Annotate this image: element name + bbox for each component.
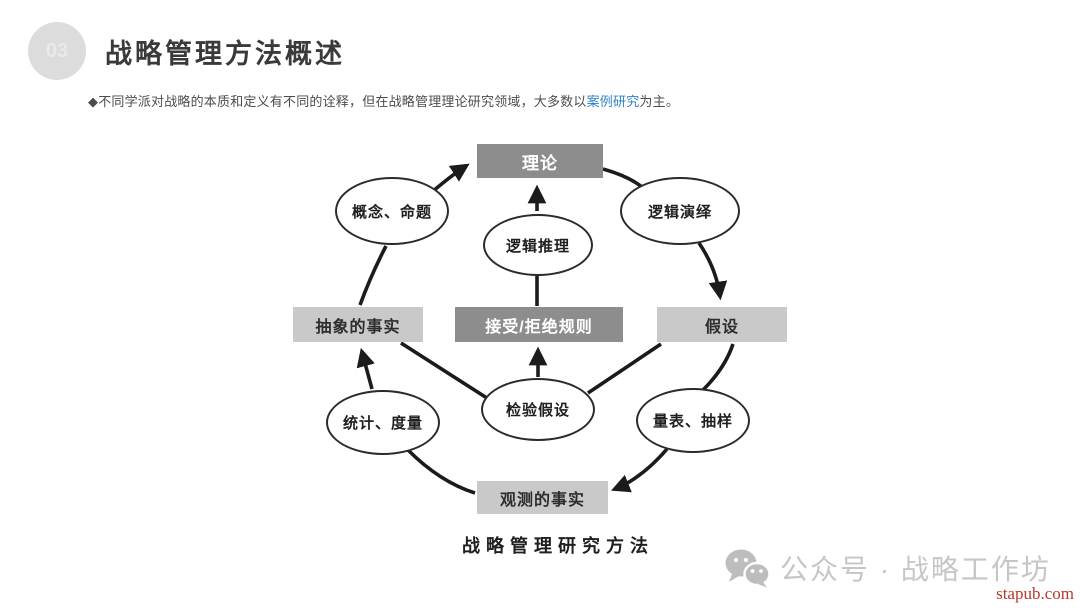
node-abstract: 抽象的事实 [293,307,423,342]
edge-theory-deduction [602,167,644,189]
node-reasoning: 逻辑推理 [483,214,593,276]
edge-concept-abstract [358,245,388,306]
node-deduction: 逻辑演绎 [620,177,740,245]
subtitle-text-before: 不同学派对战略的本质和定义有不同的诠释，但在战略管理理论研究领域，大多数以 [98,94,587,109]
edge-scale-observed [610,447,669,493]
watermark: 公众号 · 战略工作坊 [724,548,1051,588]
node-hypothesis: 假设 [657,307,787,342]
edge-statistics-abstract [356,347,375,390]
node-rules: 接受/拒绝规则 [455,307,623,342]
node-statistics: 统计、度量 [326,390,440,455]
slide-number-badge: 03 [28,22,86,80]
edge-hypothesis-scale [701,343,735,392]
node-observed: 观测的事实 [477,481,608,514]
edge-statistics-observed [406,448,476,495]
node-test: 检验假设 [481,378,595,441]
case-study-link[interactable]: 案例研究 [586,94,640,109]
page-title: 战略管理方法概述 [105,39,345,69]
site-link[interactable]: stapub.com [996,584,1074,603]
edge-abstract-test [400,341,491,402]
node-scale: 量表、抽样 [636,388,750,453]
node-theory: 理论 [477,144,603,178]
diagram-caption: 战略管理研究方法 [462,536,654,556]
edge-test-hypothesis [586,342,663,395]
slide-number: 03 [45,39,69,62]
subtitle-text-after: 为主。 [639,94,680,109]
subtitle: ◆不同学派对战略的本质和定义有不同的诠释，但在战略管理理论研究领域，大多数以案例… [88,91,679,110]
wechat-icon [725,549,770,588]
edge-deduction-hypothesis [697,241,728,301]
edge-concept-theory [430,163,470,194]
diamond-bullet-icon: ◆ [88,94,99,109]
watermark-label: 公众号 · 战略工作坊 [780,554,1051,585]
node-concept: 概念、命题 [335,177,449,245]
